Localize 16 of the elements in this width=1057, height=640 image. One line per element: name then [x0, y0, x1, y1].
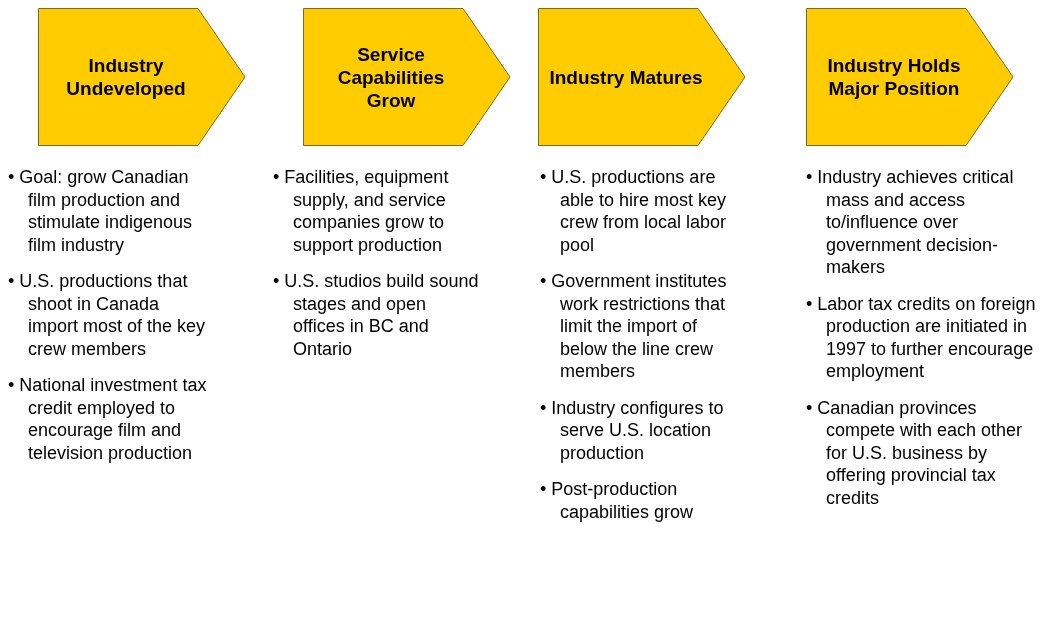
step-title: Industry Matures	[549, 65, 703, 89]
bullet-point: • Labor tax credits on foreign production are initiated in 1997 to further encourage employment	[806, 292, 1037, 383]
bullet-point: • Canadian provinces compete with each other for U.S. business by offering provincial tax credits	[806, 396, 1024, 509]
bullet-point: • U.S. productions are able to hire most key crew from local labor pool	[540, 166, 728, 256]
bullet-point: • Post-production capabilities grow	[540, 478, 695, 523]
step-title: Service Capabilities Grow	[336, 42, 446, 112]
step-title: Industry Undeveloped	[65, 54, 187, 100]
bullet-point: • Government institutes work restrictions that limit the import of below the line crew members	[540, 270, 728, 383]
bullet-point: • U.S. productions that shoot in Canada import most of the key crew members	[8, 270, 207, 360]
bullet-point: • National investment tax credit employed to encourage film and television production	[8, 374, 208, 464]
bullet-point: • U.S. studios build sound stages and open offices in BC and Ontario	[273, 270, 480, 360]
step-title: Industry Holds Major Position	[826, 54, 962, 100]
bullet-point: • Facilities, equipment supply, and service companies grow to support production	[273, 166, 450, 256]
bullet-point: • Industry configures to serve U.S. location production	[540, 396, 725, 464]
bullet-point: • Goal: grow Canadian film production and stimulate indigenous film industry	[8, 166, 194, 256]
bullet-point: • Industry achieves critical mass and access to/influence over government decision-makers	[806, 166, 1015, 279]
